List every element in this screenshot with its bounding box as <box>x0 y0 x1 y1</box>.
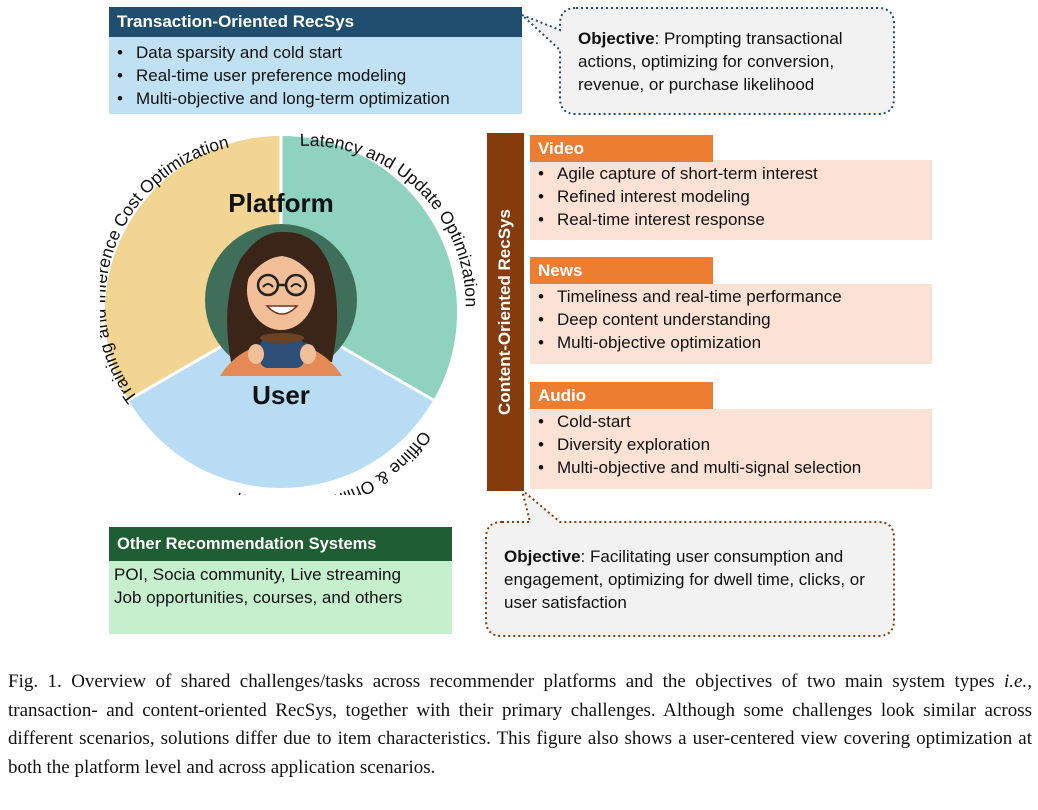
platform-label: Platform <box>228 188 333 218</box>
objective-label: Objective <box>504 547 581 566</box>
audio-header: Audio <box>530 382 713 409</box>
transaction-list: Data sparsity and cold start Real-time u… <box>109 41 522 110</box>
objective-text: : Facilitating user consumption and enga… <box>504 547 865 612</box>
other-line: POI, Socia community, Live streaming <box>114 565 401 584</box>
list-item: Multi-objective optimization <box>530 331 932 354</box>
list-item: Deep content understanding <box>530 308 932 331</box>
list-item: Diversity exploration <box>530 433 932 456</box>
list-item: Data sparsity and cold start <box>109 41 522 64</box>
objective-label: Objective <box>578 29 655 48</box>
transaction-objective-bubble: Objective: Prompting transactional actio… <box>560 8 894 114</box>
list-item: Real-time interest response <box>530 208 932 231</box>
list-item: Timeliness and real-time performance <box>530 285 932 308</box>
audio-list: Cold-start Diversity exploration Multi-o… <box>530 410 932 479</box>
caption-ie: i.e., <box>1004 671 1032 692</box>
caption-prefix: Fig. 1. Overview of shared challenges/ta… <box>8 671 1005 692</box>
list-item: Multi-objective and long-term optimizati… <box>109 87 522 110</box>
news-header: News <box>530 257 713 284</box>
list-item: Multi-objective and multi-signal selecti… <box>530 456 932 479</box>
content-sidebar-label: Content-Oriented RecSys <box>495 209 514 415</box>
news-list: Timeliness and real-time performance Dee… <box>530 285 932 354</box>
list-item: Cold-start <box>530 410 932 433</box>
list-item: Refined interest modeling <box>530 185 932 208</box>
figure-caption: Fig. 1. Overview of shared challenges/ta… <box>8 668 1032 782</box>
video-list: Agile capture of short-term interest Ref… <box>530 162 932 231</box>
transaction-objective-bubble-shape <box>521 7 895 115</box>
user-avatar <box>205 224 357 376</box>
content-objective-bubble-shape <box>485 487 895 637</box>
list-item: Real-time user preference modeling <box>109 64 522 87</box>
content-objective-bubble: Objective: Facilitating user consumption… <box>486 522 886 636</box>
content-sidebar <box>487 133 524 491</box>
platform-user-circle: Training and Inference Cost Optimization… <box>100 130 480 495</box>
objective-text: : Prompting transactional actions, optim… <box>578 29 843 94</box>
other-line: Job opportunities, courses, and others <box>114 588 403 607</box>
transaction-header: Transaction-Oriented RecSys <box>109 7 522 37</box>
callout-connectors <box>485 7 895 637</box>
user-label: User <box>252 380 310 410</box>
other-header: Other Recommendation Systems <box>109 527 452 561</box>
list-item: Agile capture of short-term interest <box>530 162 932 185</box>
caption-suffix: transaction- and content-oriented RecSys… <box>8 699 1032 778</box>
video-header: Video <box>530 135 713 162</box>
other-list: POI, Socia community, Live streaming Job… <box>109 563 452 609</box>
